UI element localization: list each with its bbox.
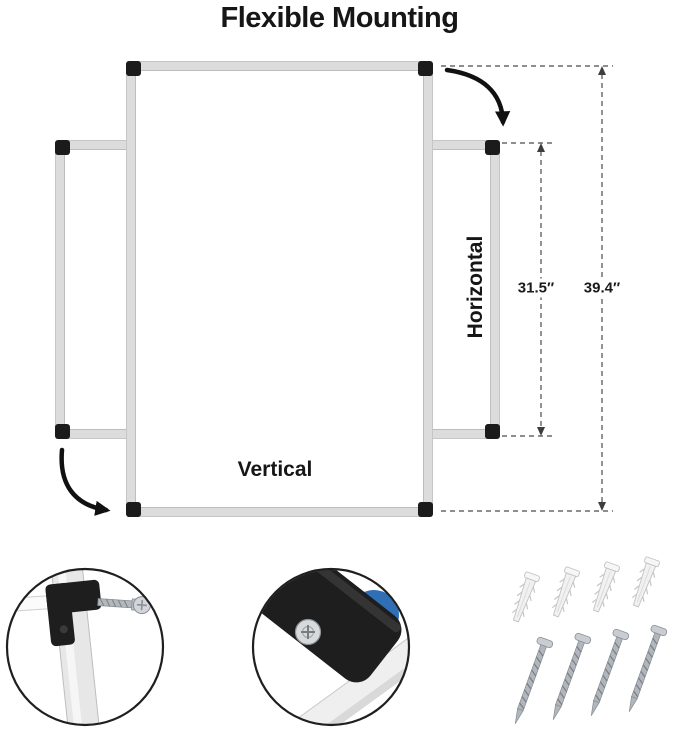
wall-anchor-icon	[507, 570, 542, 625]
corner-cap	[418, 61, 433, 76]
rotate-arrow-top	[444, 67, 511, 127]
bracket-knob-detail	[251, 567, 411, 727]
corner-cap	[418, 502, 433, 517]
wall-anchor-icon	[627, 555, 662, 610]
dim-label-height: 39.4″	[580, 278, 624, 298]
corner-cap	[485, 424, 500, 439]
rotate-arrow-bottom	[59, 447, 111, 516]
label-horizontal: Horizontal	[464, 235, 487, 339]
wall-anchor-detail-icon	[8, 595, 55, 612]
blue-knob-icon	[349, 590, 399, 640]
screw-head-icon	[294, 618, 322, 646]
corner-screw-detail	[5, 567, 165, 727]
page-title: Flexible Mounting	[220, 2, 460, 34]
corner-cap	[126, 61, 141, 76]
screws	[507, 623, 669, 728]
corner-cap	[126, 502, 141, 517]
wall-anchors	[507, 555, 662, 625]
wall-anchor-icon	[587, 560, 622, 615]
screw-icon	[507, 635, 555, 728]
screw-icon	[545, 631, 593, 724]
wall-anchor-icon	[547, 565, 582, 620]
corner-cap	[55, 140, 70, 155]
corner-cap	[55, 424, 70, 439]
vertical-board	[126, 61, 433, 517]
dim-label-width: 31.5″	[514, 278, 558, 298]
screw-detail-icon	[97, 596, 151, 615]
corner-cap	[485, 140, 500, 155]
label-vertical: Vertical	[237, 458, 313, 481]
screw-icon	[621, 623, 669, 716]
screw-icon	[583, 627, 631, 720]
